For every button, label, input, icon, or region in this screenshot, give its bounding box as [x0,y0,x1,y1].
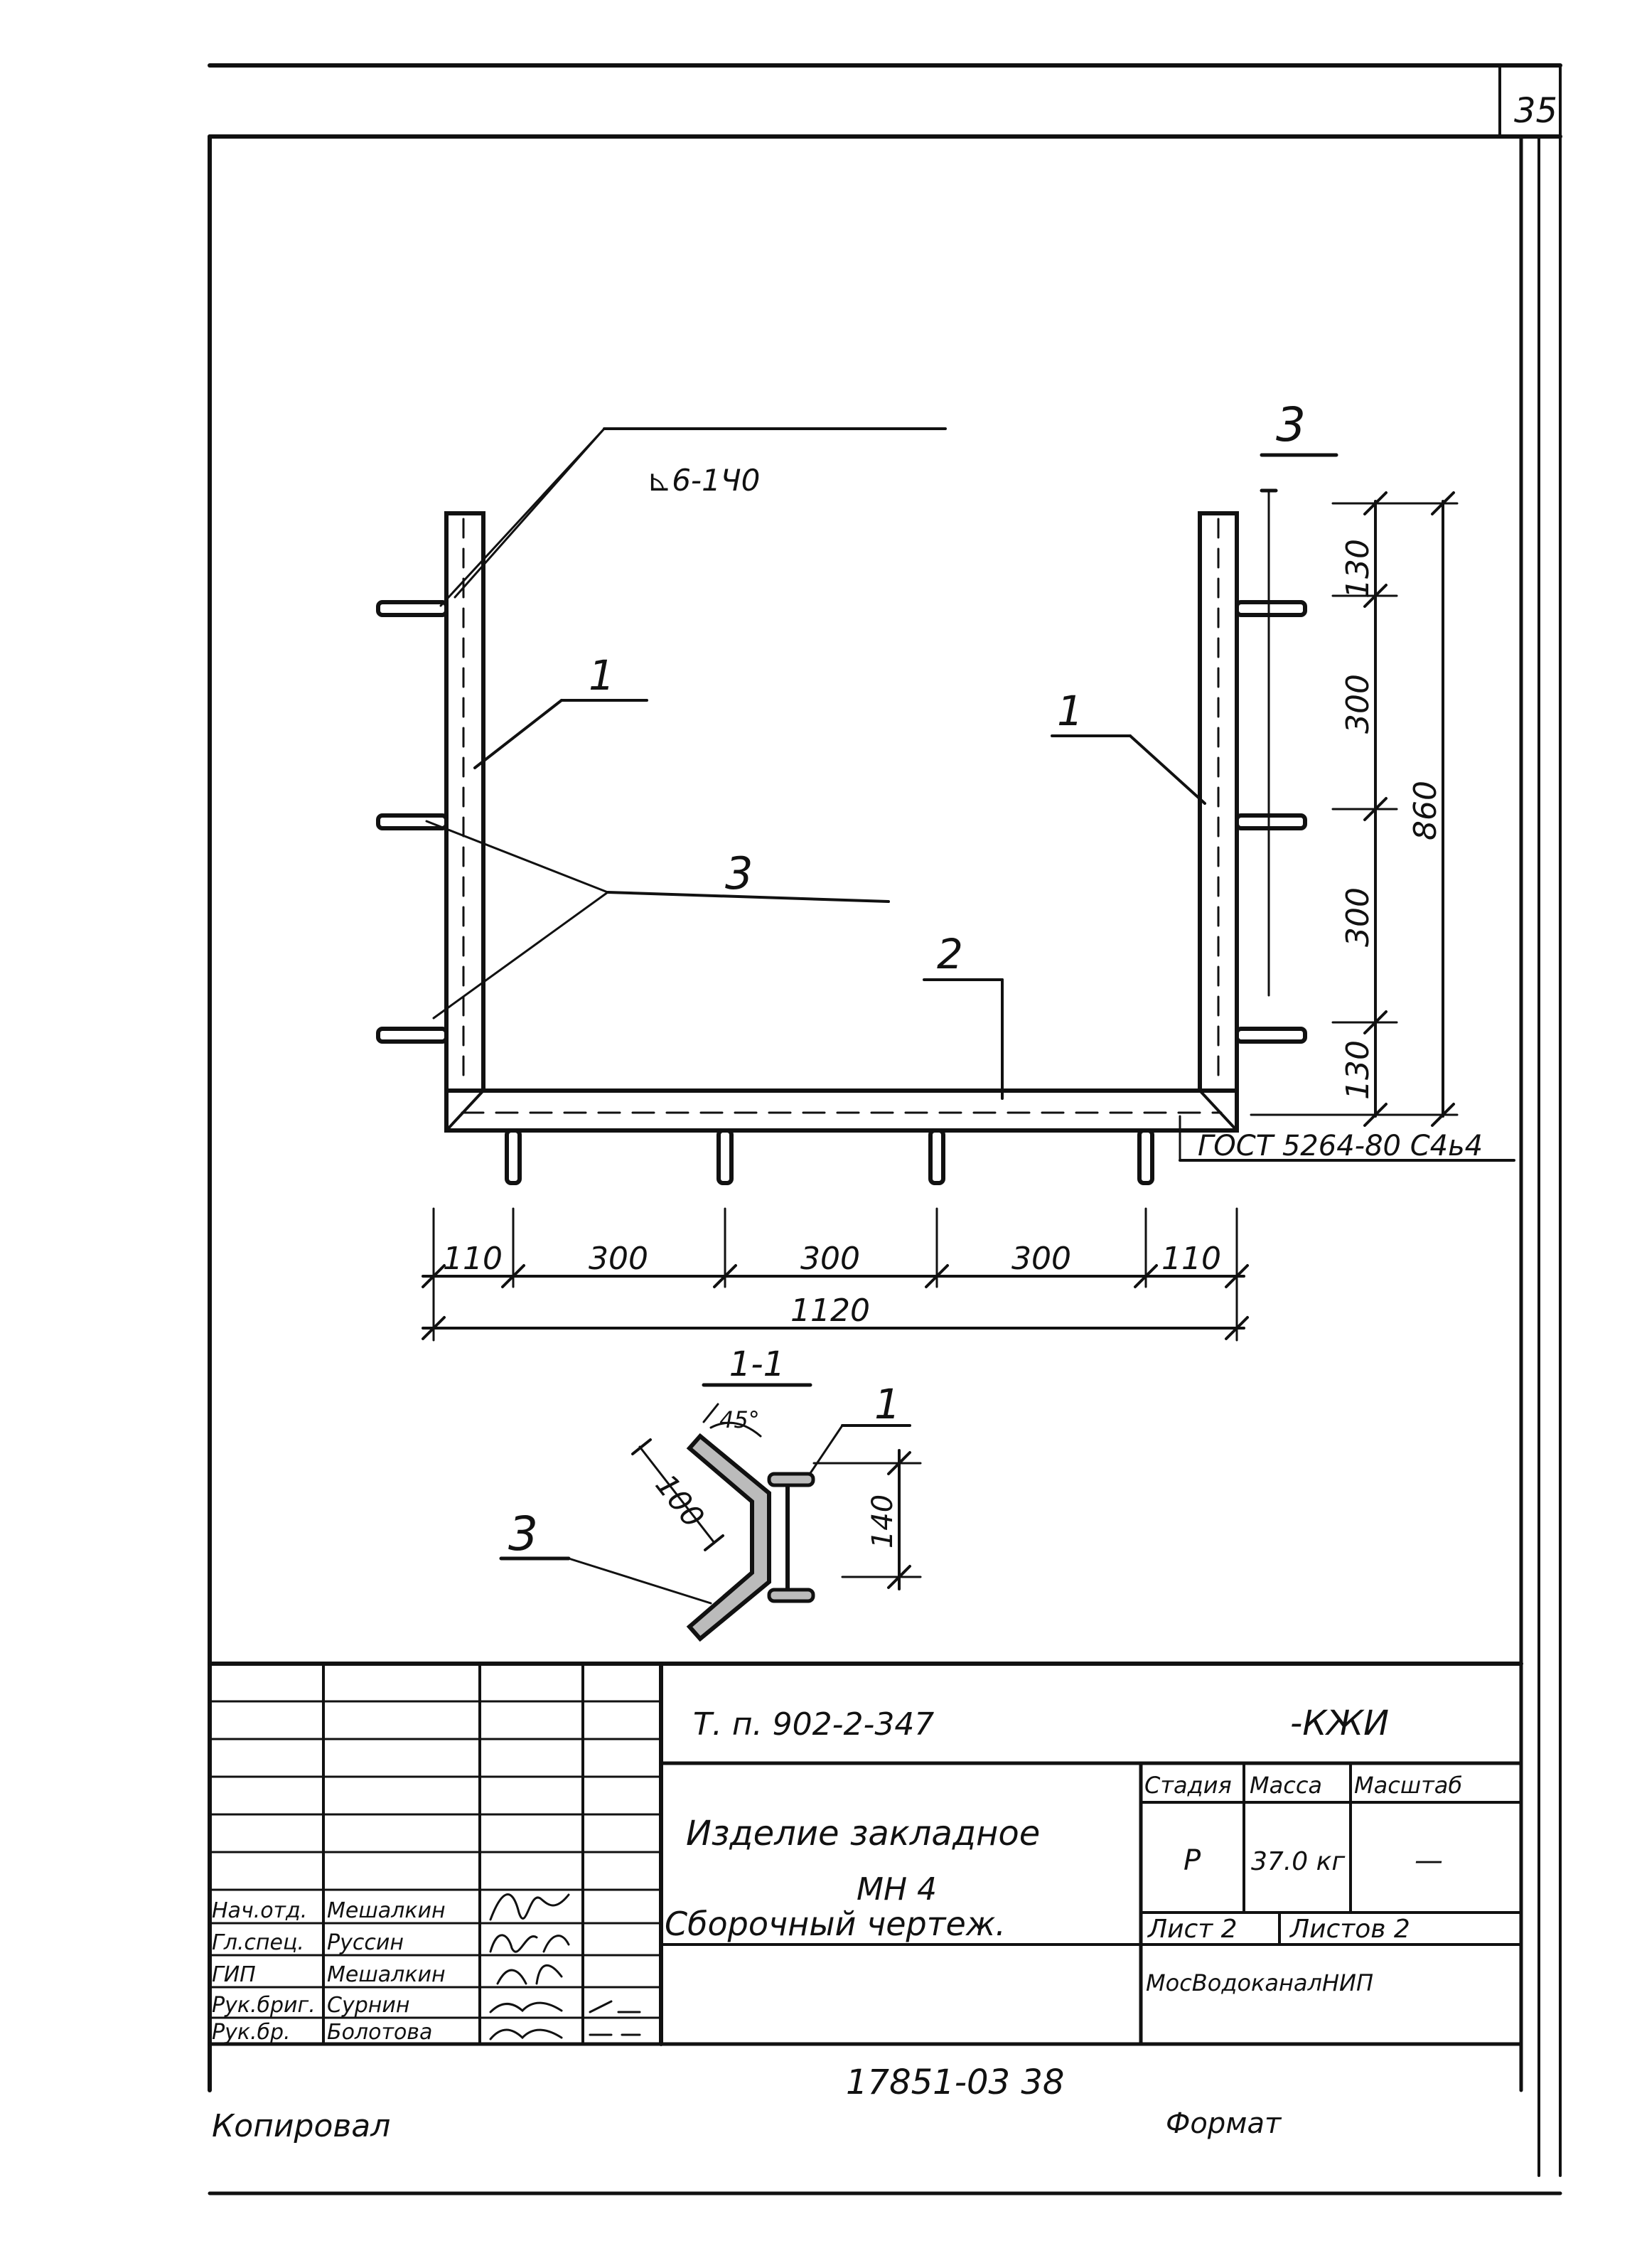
anchor-bar-right-middle [1235,813,1307,830]
dim-h-110-left: 110 [443,1241,503,1277]
item-mark: МН 4 [857,1871,937,1908]
horizontal-dimensions [422,1207,1249,1342]
stage-value: Р [1184,1844,1201,1877]
sheets-label: Листов 2 [1289,1915,1410,1944]
anchor-bar-bottom-4 [1137,1128,1154,1185]
dim-v-130-bottom: 130 [1340,1040,1376,1100]
profile-note: ГОСТ 5264-80 С4ь4 [1198,1130,1483,1162]
callout-pos2: 2 [937,930,963,978]
bottom-angle-profile [444,1088,1239,1133]
dim-h-300-2: 300 [800,1241,860,1277]
sheet-frame [208,63,1562,2195]
item-title: Изделие закладное [686,1814,1040,1854]
callout-pos1-right: 1 [1057,687,1083,735]
section-view-label: 3 [1276,397,1306,452]
format-label: Формат [1166,2107,1282,2140]
section-angle-profile [686,1433,771,1642]
section-flange-bottom [767,1588,815,1603]
callout-pos1-section: 1 [874,1380,901,1428]
anchor-bar-bottom-1 [505,1128,522,1185]
dim-h-300-1: 300 [589,1241,648,1277]
dim-h-300-3: 300 [1011,1241,1071,1277]
vertical-dimensions [1250,491,1459,1127]
anchor-bar-bottom-2 [716,1128,734,1185]
scale-header: Масштаб [1354,1772,1462,1799]
anchor-bar-right-bottom [1235,1027,1307,1044]
mass-header: Масса [1250,1772,1322,1799]
dim-h-110-right: 110 [1161,1241,1221,1277]
sheet-label: Лист 2 [1147,1915,1238,1944]
scale-value: — [1415,1844,1443,1877]
anchor-bar-left-bottom [376,1027,449,1044]
section-channel-profile [769,1479,790,1596]
sig-role-2: Гл.спец. [212,1930,304,1955]
dim-v-300-upper: 300 [1340,674,1376,734]
copied-label: Копировал [212,2108,390,2144]
dim-v-130-top: 130 [1340,539,1376,599]
dim-v-total: 860 [1407,781,1444,840]
anchor-bar-left-top [376,600,449,617]
dim-v-300-lower: 300 [1340,887,1376,947]
signature-rows: Нач.отд. Мешалкин Гл.спец. Руссин ГИП Ме… [212,1898,446,2045]
section-1-1 [499,1383,922,1642]
sig-role-3: ГИП [212,1962,256,1987]
sig-name-5: Болотова [327,2020,432,2045]
organization: МосВодоканалНИП [1146,1969,1373,1996]
drawing-type: Сборочный чертеж. [665,1905,1006,1943]
doc-number: 17851-03 38 [846,2063,1064,2102]
project-code: Т. п. 902-2-347 [693,1706,934,1743]
section-angle-dim: 45° [719,1406,760,1433]
sig-role-4: Рук.бриг. [212,1993,316,2018]
set-code: -КЖИ [1290,1703,1389,1743]
section-height-dim: 140 [866,1494,899,1548]
anchor-bar-right-top [1235,600,1307,617]
weld-note: ⊾6-1Ч0 [647,463,760,498]
section-leg-dim: 100 [648,1467,711,1534]
handwritten-signatures [489,1893,641,2040]
sig-name-1: Мешалкин [327,1898,446,1923]
sig-name-3: Мешалкин [327,1962,446,1987]
section-title: 1-1 [729,1344,785,1384]
section-flange-top [767,1472,815,1487]
dim-h-total: 1120 [790,1293,870,1329]
anchor-bar-left-middle [376,813,449,830]
callout-pos1-left: 1 [589,651,615,700]
callout-leaders [425,427,1515,1162]
anchor-bar-bottom-3 [928,1128,945,1185]
sig-role-5: Рук.бр. [212,2020,291,2045]
title-block-grid [208,1662,1523,2046]
callout-pos3: 3 [725,847,753,899]
callout-pos3-section: 3 [508,1507,538,1561]
embedded-part-elevation [376,511,1307,1185]
sheet-number: 35 [1514,91,1557,131]
sig-name-2: Руссин [327,1930,404,1955]
stage-header: Стадия [1144,1772,1232,1799]
sig-role-1: Нач.отд. [212,1898,307,1923]
sig-name-4: Сурнин [327,1993,409,2018]
mass-value: 37.0 кг [1251,1847,1346,1876]
